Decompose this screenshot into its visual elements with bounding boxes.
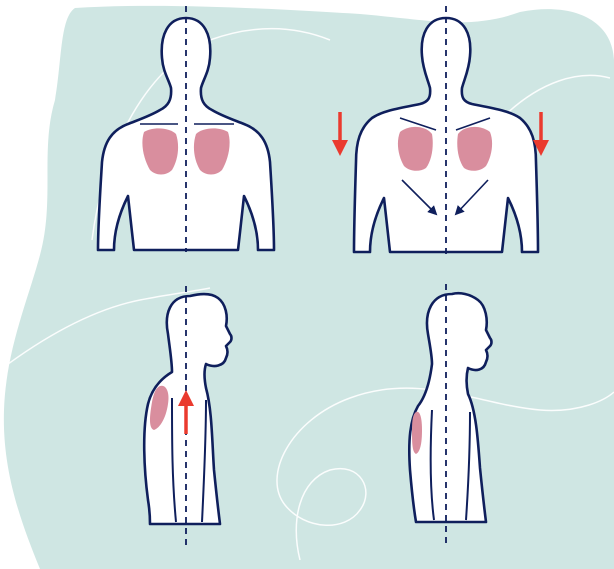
blade-left	[398, 127, 433, 171]
blade-right	[457, 127, 492, 171]
